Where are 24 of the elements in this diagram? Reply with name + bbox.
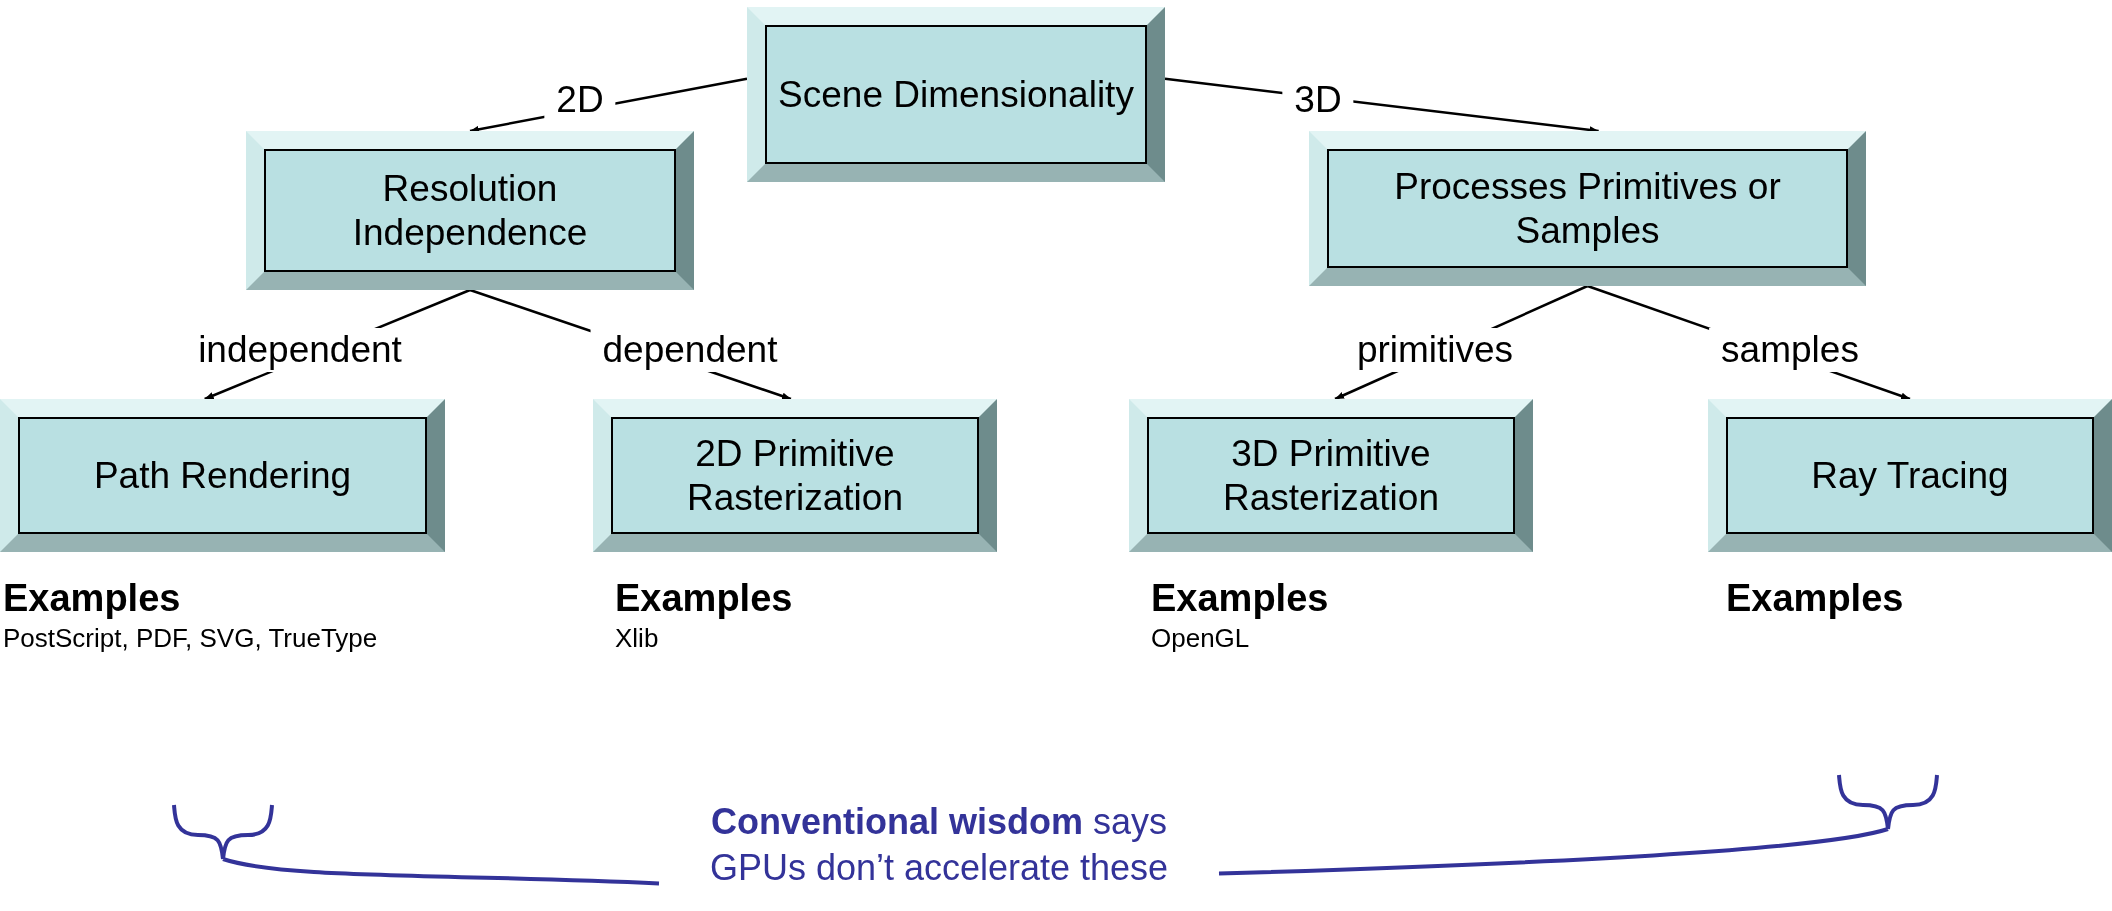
box-title: Resolution Independence [351,166,589,255]
bevel-box [1708,399,2112,552]
bevel-box [0,399,445,552]
brace-connector [172,803,661,886]
examples-heading: Examples [3,576,181,621]
bevel-box [593,399,997,552]
examples-list: Xlib [615,621,975,655]
bevel-box [1309,131,1866,286]
brace-connector [1217,773,1939,876]
examples-list: OpenGL [1151,621,1511,655]
box-title: Path Rendering [93,453,352,498]
box-title: Scene Dimensionality [778,72,1134,117]
bevel-box [1129,399,1533,552]
bevel-box [747,7,1165,182]
note-text: Conventional wisdom says GPUs don’t accelerate these [708,800,1170,890]
examples-heading: Examples [1726,576,1904,621]
box-title: Processes Primitives or Samples [1393,164,1782,253]
examples-heading: Examples [1151,576,1329,621]
examples-heading: Examples [615,576,793,621]
box-title: 2D Primitive Rasterization [686,431,904,520]
examples-list: PostScript, PDF, SVG, TrueType [3,621,443,655]
box-title: Ray Tracing [1811,453,2009,498]
box-title: 3D Primitive Rasterization [1222,431,1440,520]
bevel-box [246,131,694,290]
